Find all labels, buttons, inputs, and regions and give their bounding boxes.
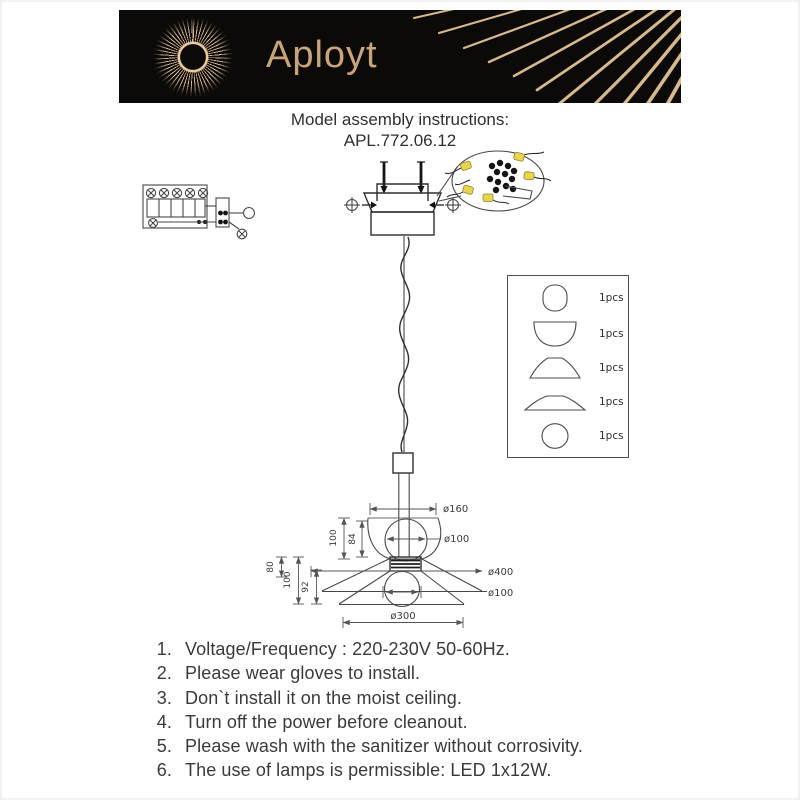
dim-label: ø300 — [390, 611, 415, 622]
side-screw-icon — [429, 197, 461, 213]
instruction-text: Turn off the power before cleanout. — [185, 711, 468, 732]
parts-row: 1pcs — [512, 318, 628, 350]
side-screw-icon — [344, 197, 377, 213]
parts-row: 1pcs — [512, 387, 628, 417]
part-qty: 1pcs — [599, 430, 624, 443]
instruction-number: 4. — [156, 711, 172, 732]
brand-name: Aployt — [266, 33, 378, 76]
mounting-bracket-diagram — [142, 184, 256, 240]
suspension-cable — [397, 236, 411, 453]
model-number: APL.772.06.12 — [343, 131, 457, 150]
instruction-text: Please wash with the sanitizer without c… — [185, 736, 583, 757]
parts-list-box: 1pcs 1pcs 1pcs 1pcs 1pcs — [507, 275, 629, 458]
part-glass-ball-icon — [541, 423, 569, 449]
dim-label: ø400 — [488, 567, 513, 578]
instruction-text: Please wear gloves to install. — [185, 663, 421, 684]
part-cone-shade-icon — [529, 357, 581, 380]
part-wide-cone-shade-icon — [523, 395, 587, 411]
dim-label: ø160 — [443, 504, 468, 515]
part-qty: 1pcs — [599, 396, 624, 409]
part-top-ball-shade-icon — [542, 284, 568, 312]
instruction-number: 6. — [156, 760, 172, 781]
part-qty: 1pcs — [599, 291, 624, 304]
instruction-item: 5. Please wash with the sanitizer withou… — [146, 734, 676, 758]
dim-label: 100 — [329, 529, 339, 546]
instruction-item: 4. Turn off the power before cleanout. — [146, 710, 676, 734]
instruction-number: 5. — [156, 736, 172, 757]
instructions-list: 1. Voltage/Frequency : 220-230V 50-60Hz.… — [146, 637, 676, 783]
wire-bundle-icon — [486, 159, 533, 200]
title-line-1: Model assembly instructions: — [290, 110, 510, 129]
dim-label: ø100 — [444, 534, 469, 545]
instruction-item: 6. The use of lamps is permissible: LED … — [146, 758, 676, 782]
wire-nut-icon — [460, 151, 535, 202]
dim-label: 80 — [266, 561, 276, 573]
instruction-item: 2. Please wear gloves to install. — [146, 661, 676, 685]
pendant-body — [321, 452, 487, 608]
instruction-number: 1. — [156, 639, 172, 659]
instruction-number: 2. — [156, 663, 172, 684]
instruction-item: 3. Don`t install it on the moist ceiling… — [146, 686, 676, 710]
dim-label: 100 — [283, 571, 293, 588]
instruction-item: 1. Voltage/Frequency : 220-230V 50-60Hz. — [146, 637, 676, 661]
dim-label: ø100 — [488, 588, 513, 599]
brand-banner: Aployt — [119, 10, 681, 103]
mounting-screw-icon — [380, 161, 388, 194]
parts-row: 1pcs — [512, 282, 628, 314]
page-title: Model assembly instructions: APL.772.06.… — [119, 109, 681, 151]
dimension-lines: ø160 ø100 ø400 ø100 ø300 100 84 80 — [266, 503, 513, 628]
parts-row: 1pcs — [512, 353, 628, 383]
corner-rays-icon — [413, 10, 681, 103]
part-qty: 1pcs — [599, 362, 624, 375]
ceiling-canopy — [344, 161, 461, 236]
part-bowl-shade-icon — [533, 321, 577, 347]
dim-label: 84 — [348, 533, 358, 545]
instruction-number: 3. — [156, 687, 172, 708]
instruction-text: Don`t install it on the moist ceiling. — [185, 687, 462, 708]
dim-label: 92 — [301, 581, 311, 592]
wiring-callout — [436, 150, 552, 212]
instruction-text: Voltage/Frequency : 220-230V 50-60Hz. — [185, 639, 510, 659]
part-qty: 1pcs — [599, 327, 624, 340]
parts-row: 1pcs — [512, 421, 628, 451]
instruction-text: The use of lamps is permissible: LED 1x1… — [185, 760, 552, 781]
mounting-screw-icon — [417, 161, 425, 194]
starburst-logo-icon — [154, 18, 232, 96]
